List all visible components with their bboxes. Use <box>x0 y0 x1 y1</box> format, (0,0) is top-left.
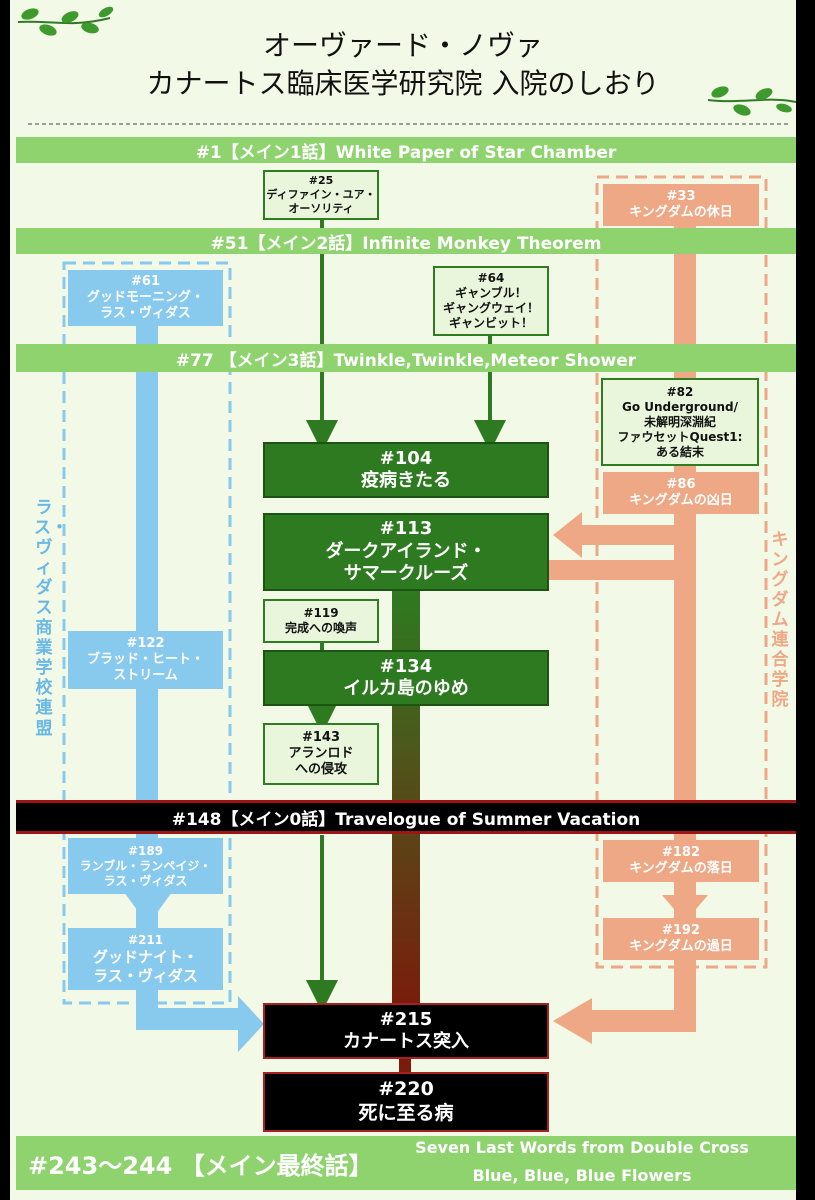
node-143-num: #143 <box>301 729 341 745</box>
node-64-line2: ギャングウェイ！ <box>442 301 539 315</box>
node-61-line1: グッドモーニング・ <box>86 289 204 305</box>
node-189[interactable]: #189 ランブル・ランペイジ・ ラス・ヴィダス <box>68 838 223 894</box>
node-143-line1: アランロド <box>288 745 354 761</box>
node-33-line1: キングダムの休日 <box>629 205 733 220</box>
node-113-line1: ダークアイランド・ <box>325 540 487 562</box>
kingdom-to-215-bar <box>590 1010 696 1032</box>
vine-left-icon <box>17 6 114 36</box>
node-61-num: #61 <box>131 273 160 289</box>
lasvidas-arrow-215 <box>238 996 264 1052</box>
band-final-right-line2: Blue, Blue, Blue Flowers <box>472 1166 692 1185</box>
node-192-num: #192 <box>661 922 701 938</box>
node-119[interactable]: #119 完成への喚声 <box>263 599 379 643</box>
node-113[interactable]: #113 ダークアイランド・ サマークルーズ <box>263 513 549 591</box>
node-86-line1: キングダムの凶日 <box>629 493 733 508</box>
node-211-line2: ラス・ヴィダス <box>93 966 198 985</box>
node-82-line2: 未解明深淵紀 <box>643 414 716 429</box>
kingdom-arrow-113 <box>553 512 582 558</box>
node-211[interactable]: #211 グッドナイト・ ラス・ヴィダス <box>68 928 223 990</box>
node-192[interactable]: #192 キングダムの過日 <box>603 918 759 960</box>
node-182-line1: キングダムの落日 <box>629 861 733 876</box>
node-61-line2: ラス・ヴィダス <box>100 306 191 322</box>
node-104-num: #104 <box>379 447 433 469</box>
band-final <box>16 1136 796 1190</box>
node-215-num: #215 <box>379 1008 433 1030</box>
node-211-num: #211 <box>127 932 164 947</box>
node-134-line1: イルカ島のゆめ <box>343 678 469 699</box>
node-113-num: #113 <box>379 518 433 540</box>
kingdom-arrow-215 <box>553 998 592 1044</box>
node-215-line1: カナートス突入 <box>343 1031 469 1052</box>
node-122[interactable]: #122 ブラッド・ヒート・ ストリーム <box>68 631 223 689</box>
vine-right-icon <box>707 86 797 116</box>
node-122-num: #122 <box>126 635 165 651</box>
node-25-num: #25 <box>308 174 334 188</box>
node-82-line1: Go Underground/ <box>621 399 738 414</box>
band-main3: #77 【メイン3話】Twinkle,Twinkle,Meteor Shower <box>16 344 796 372</box>
node-64[interactable]: #64 ギャンブル！ ギャングウェイ！ ギャンビット！ <box>433 266 549 336</box>
node-122-line1: ブラッド・ヒート・ <box>86 651 204 667</box>
node-122-line2: ストリーム <box>113 668 178 684</box>
band-main1: #1【メイン1話】White Paper of Star Chamber <box>16 137 796 163</box>
band-final-right-line1: Seven Last Words from Double Cross <box>415 1138 749 1157</box>
node-25-line1: ディファイン・ユア・ <box>266 188 376 202</box>
node-82[interactable]: #82 Go Underground/ 未解明深淵紀 ファウセットQuest1:… <box>601 378 759 466</box>
node-64-line3: ギャンビット！ <box>448 316 533 330</box>
band-main0: #148【メイン0話】Travelogue of Summer Vacation <box>16 800 796 834</box>
kingdom-to-113-bar <box>580 525 696 545</box>
lasvidas-arrow-189-211 <box>124 892 172 925</box>
node-33-num: #33 <box>666 188 696 204</box>
node-119-num: #119 <box>303 606 339 620</box>
node-113-line2: サマークルーズ <box>343 563 469 585</box>
band-final-left-label: #243～244 【メイン最終話】 <box>28 1152 373 1180</box>
node-119-line1: 完成への喚声 <box>284 621 357 635</box>
node-215[interactable]: #215 カナートス突入 <box>263 1003 549 1059</box>
node-61[interactable]: #61 グッドモーニング・ ラス・ヴィダス <box>68 270 223 326</box>
node-86[interactable]: #86 キングダムの凶日 <box>603 472 759 514</box>
node-25-line2: オーソリティ <box>288 201 354 215</box>
title-line1: オーヴァード・ノヴァ <box>262 29 543 62</box>
node-189-num: #189 <box>127 843 164 858</box>
node-86-num: #86 <box>666 476 696 492</box>
node-189-line1: ランブル・ランペイジ・ <box>79 858 212 873</box>
node-82-line4: ある結末 <box>655 444 704 459</box>
node-143[interactable]: #143 アランロド への侵攻 <box>263 723 379 785</box>
node-220-line1: 死に至る病 <box>358 1102 454 1124</box>
node-134[interactable]: #134 イルカ島のゆめ <box>263 650 549 706</box>
node-182[interactable]: #182 キングダムの落日 <box>603 840 759 882</box>
lasvidas-to-215-bar <box>136 1008 241 1030</box>
node-220-num: #220 <box>378 1078 434 1101</box>
title-line2: カナートス臨床医学研究院 入院のしおり <box>146 67 660 100</box>
node-64-line1: ギャンブル！ <box>455 286 527 300</box>
group-label-lasvidas: ラス・ヴィダス商業学校連盟 <box>34 498 68 739</box>
node-220[interactable]: #220 死に至る病 <box>263 1072 549 1132</box>
node-25[interactable]: #25 ディファイン・ユア・ オーソリティ <box>263 170 379 220</box>
node-134-num: #134 <box>379 655 433 677</box>
node-82-line3: ファウセットQuest1: <box>617 429 743 444</box>
node-82-num: #82 <box>666 384 694 399</box>
215-to-220-connector <box>399 1058 411 1074</box>
band-main2: #51【メイン2話】Infinite Monkey Theorem <box>16 228 796 254</box>
node-64-num: #64 <box>477 271 505 285</box>
node-33[interactable]: #33 キングダムの休日 <box>603 184 759 226</box>
node-104[interactable]: #104 疫病きたる <box>263 442 549 498</box>
node-211-line1: グッドナイト・ <box>92 947 198 966</box>
node-104-line1: 疫病きたる <box>361 470 451 491</box>
kingdom-arrow-182-192 <box>662 895 708 922</box>
group-label-kingdom: キングダム連合学院 <box>771 530 789 711</box>
node-143-line2: への侵攻 <box>294 762 347 778</box>
node-182-num: #182 <box>661 844 701 860</box>
node-192-line1: キングダムの過日 <box>629 939 733 954</box>
node-189-line2: ラス・ヴィダス <box>103 873 188 888</box>
113-to-kingdom-bar <box>548 560 696 580</box>
